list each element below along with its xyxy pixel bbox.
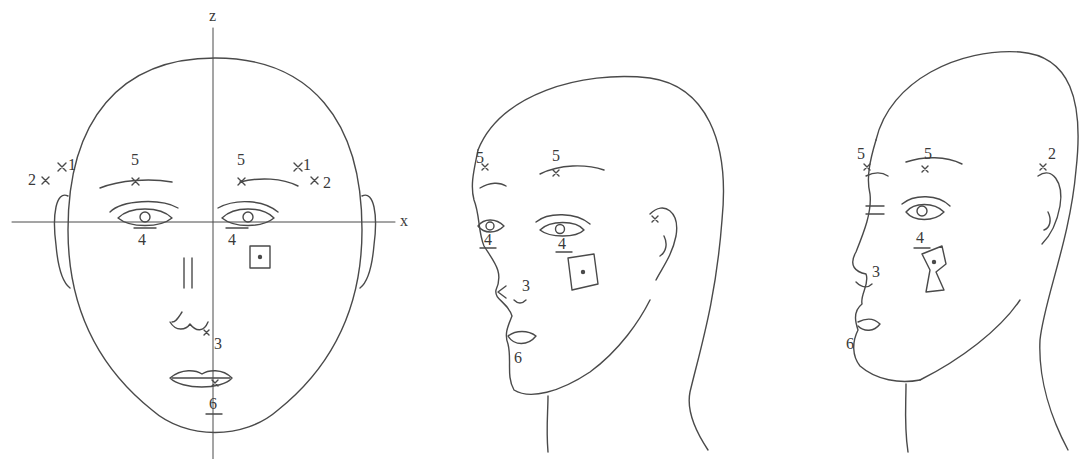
axis-label: x	[400, 213, 408, 229]
callout-number: 4	[916, 230, 924, 246]
callout-number: 4	[484, 232, 492, 248]
callout-number: 1	[68, 157, 76, 173]
callout-number: 3	[522, 278, 530, 294]
callout-number: 6	[846, 336, 854, 352]
callout-number: 3	[214, 336, 222, 352]
callout-number: 2	[323, 175, 331, 191]
callout-number: 5	[552, 148, 560, 164]
callout-number: 6	[514, 350, 522, 366]
callout-number: 5	[924, 146, 932, 162]
callout-number: 5	[131, 152, 139, 168]
callout-number: 5	[237, 152, 245, 168]
callout-number: 3	[872, 264, 880, 280]
callout-number: 4	[228, 232, 236, 248]
callout-number: 5	[476, 150, 484, 166]
callout-number: 2	[1048, 146, 1056, 162]
callout-number: 6	[209, 396, 217, 412]
callout-number: 1	[303, 157, 311, 173]
callout-number: 4	[558, 236, 566, 252]
callout-number: 4	[138, 232, 146, 248]
callout-number: 2	[28, 172, 36, 188]
callout-number: 5	[857, 146, 865, 162]
axis-label: z	[209, 8, 216, 24]
